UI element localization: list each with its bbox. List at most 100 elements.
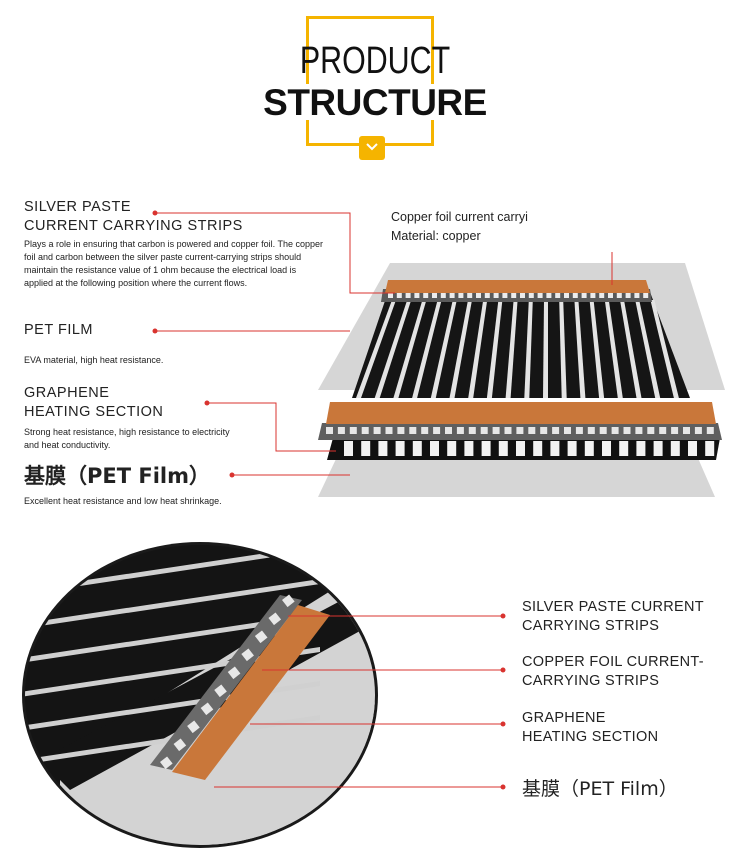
- graphene-stripe: [430, 300, 457, 398]
- silver-hole: [575, 427, 583, 434]
- silver-hole: [493, 293, 499, 298]
- graphene-gap: [584, 441, 594, 456]
- silver-hole: [492, 427, 500, 434]
- silver-hole: [555, 293, 561, 298]
- graphene-gap: [653, 441, 663, 456]
- zoom-hole: [254, 630, 268, 644]
- zoom-silver-paste-holes: [160, 594, 295, 770]
- silver-hole: [635, 427, 643, 434]
- zoom-stripe: [25, 579, 320, 629]
- graphene-lower-gaps: [344, 441, 715, 456]
- silver-hole: [458, 293, 464, 298]
- silver-hole: [396, 293, 402, 298]
- zoom-hole: [173, 738, 187, 752]
- exploded-layer-diagram: [152, 210, 725, 497]
- zoom-copper-foil-strip: [172, 605, 330, 780]
- graphene-stripe: [620, 300, 642, 398]
- graphene-gap: [498, 441, 508, 456]
- silver-hole: [388, 293, 393, 298]
- zoomed-detail-diagram: [22, 542, 506, 848]
- silver-hole: [520, 293, 525, 298]
- callout-graphene-title: GRAPHENE HEATING SECTION: [24, 385, 164, 420]
- zoom-hole: [214, 684, 227, 698]
- copper-foil-strip-upper: [385, 280, 650, 293]
- silver-hole: [581, 293, 587, 298]
- silver-hole: [659, 427, 667, 434]
- silver-hole: [647, 427, 655, 434]
- graphene-gap: [516, 441, 525, 456]
- silver-hole: [373, 427, 381, 434]
- silver-hole: [683, 427, 690, 434]
- callout-pet-film-title: PET FILM: [24, 322, 93, 338]
- silver-hole: [337, 427, 345, 434]
- callout-graphene-desc: Strong heat resistance, high resistance …: [24, 427, 230, 450]
- silver-hole: [623, 427, 631, 434]
- silver-hole: [456, 427, 464, 434]
- header-title-product: PRODUCT: [299, 40, 451, 82]
- silver-hole: [643, 293, 649, 298]
- graphene-gap: [567, 441, 577, 456]
- silver-hole: [587, 427, 595, 434]
- label-copper-foil: COPPER FOIL CURRENT- CARRYING STRIPS: [522, 654, 704, 689]
- silver-hole: [564, 427, 571, 434]
- zoom-stripe: [25, 613, 320, 663]
- leader-lines-bottom: [214, 615, 502, 788]
- callout-pet-film-desc: EVA material, high heat resistance.: [24, 355, 164, 365]
- copper-caption-line1: Copper foil current carryi: [391, 210, 528, 224]
- zoom-hole: [241, 648, 254, 662]
- callout-silver-paste-desc: Plays a role in ensuring that carbon is …: [24, 239, 324, 288]
- silver-paste-holes-lower: [326, 427, 714, 434]
- silver-hole: [445, 427, 452, 434]
- silver-hole: [502, 293, 508, 298]
- silver-hole: [385, 427, 393, 434]
- graphene-gap: [344, 441, 353, 456]
- silver-hole: [537, 293, 543, 298]
- graphene-gap: [636, 441, 646, 456]
- graphene-stripe: [412, 300, 442, 398]
- graphene-gap: [688, 441, 697, 456]
- silver-hole: [572, 293, 578, 298]
- silver-hole: [423, 293, 429, 298]
- graphene-gap: [670, 441, 680, 456]
- silver-hole: [694, 427, 702, 434]
- graphene-stripe: [589, 300, 605, 398]
- silver-hole: [552, 427, 560, 434]
- graphene-stripe: [505, 300, 518, 398]
- silver-hole: [476, 293, 481, 298]
- graphene-gap: [447, 441, 457, 456]
- silver-hole: [421, 427, 429, 434]
- graphene-gap: [378, 441, 388, 456]
- silver-hole: [616, 293, 622, 298]
- leader-dots-top: [152, 210, 235, 478]
- label-pet-base-film: 基膜（PET Film）: [522, 778, 678, 800]
- silver-hole: [634, 293, 640, 298]
- graphene-stripe: [393, 300, 427, 398]
- silver-hole: [433, 427, 441, 434]
- silver-hole: [326, 427, 333, 434]
- zoom-hole: [160, 756, 173, 770]
- silver-hole: [540, 427, 548, 434]
- graphene-stripe: [635, 300, 661, 398]
- silver-hole: [671, 427, 679, 434]
- copper-caption-line2: Material: copper: [391, 229, 481, 243]
- graphene-gap: [533, 441, 543, 456]
- zoom-hole: [268, 612, 282, 626]
- chevron-down-badge: [359, 136, 385, 160]
- label-silver-paste: SILVER PASTE CURRENT CARRYING STRIPS: [522, 599, 704, 634]
- silver-hole: [511, 293, 517, 298]
- chevron-down-icon: [366, 143, 378, 151]
- graphene-gap: [361, 441, 371, 456]
- graphene-stripe: [356, 300, 396, 398]
- graphene-gap: [602, 441, 611, 456]
- zoom-hole: [200, 702, 214, 716]
- graphene-gap: [705, 441, 715, 456]
- callout-base-film-title: 基膜（PET Film）: [24, 464, 210, 488]
- silver-hole: [484, 293, 490, 298]
- graphene-stripe: [374, 300, 412, 398]
- graphene-stripe: [449, 300, 472, 398]
- silver-hole: [564, 293, 569, 298]
- zoom-stripe: [25, 545, 320, 595]
- silver-hole: [414, 293, 420, 298]
- silver-hole: [361, 427, 369, 434]
- silver-paste-holes-upper: [388, 293, 649, 298]
